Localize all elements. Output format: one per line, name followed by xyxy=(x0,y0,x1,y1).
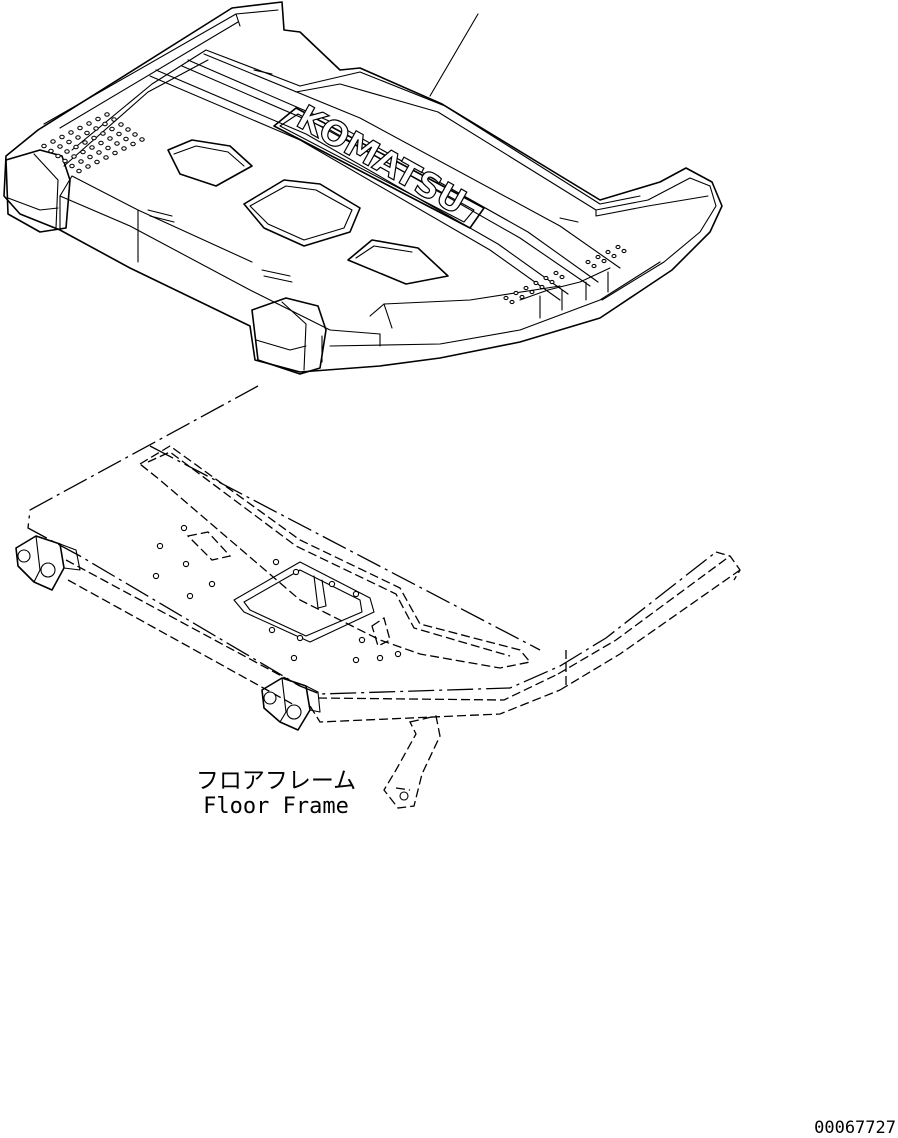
anti-slip-dot xyxy=(82,140,88,145)
anti-slip-dot xyxy=(98,140,104,146)
mounting-hole xyxy=(296,634,304,642)
anti-slip-dot xyxy=(91,135,97,141)
anti-slip-dot xyxy=(95,116,101,122)
anti-slip-dots-front xyxy=(503,244,627,305)
anti-slip-dot xyxy=(132,132,138,137)
anti-slip-dot xyxy=(611,253,617,259)
anti-slip-dot xyxy=(553,270,559,276)
anti-slip-dot xyxy=(64,149,70,154)
anti-slip-dot xyxy=(533,280,539,286)
mounting-hole xyxy=(182,560,190,568)
anti-slip-dot xyxy=(529,289,535,295)
mounting-hole xyxy=(328,580,336,588)
anti-slip-dot xyxy=(509,299,515,305)
anti-slip-dot xyxy=(41,143,47,149)
mounting-hole xyxy=(152,572,160,580)
anti-slip-dot xyxy=(121,146,127,151)
anti-slip-dot xyxy=(523,285,529,291)
anti-slip-dot xyxy=(55,153,61,159)
mounting-hole xyxy=(186,592,194,600)
mounting-hole xyxy=(208,580,216,588)
anti-slip-dot xyxy=(116,131,122,137)
part-label-japanese: フロアフレーム xyxy=(196,768,356,794)
anti-slip-dot xyxy=(549,279,555,285)
mounting-hole xyxy=(394,650,402,658)
anti-slip-dot xyxy=(543,275,549,281)
anti-slip-dot xyxy=(123,136,129,142)
anti-slip-dot xyxy=(66,139,72,145)
anti-slip-dot xyxy=(84,130,90,136)
anti-slip-dot xyxy=(585,259,591,265)
mounting-hole xyxy=(290,654,298,662)
anti-slip-dot xyxy=(595,254,601,260)
part-label-english: Floor Frame xyxy=(203,794,349,819)
anti-slip-dot xyxy=(519,294,525,300)
anti-slip-dot xyxy=(601,258,607,264)
anti-slip-dot xyxy=(112,150,118,156)
leader-line xyxy=(429,13,479,97)
mounting-hole xyxy=(376,654,384,662)
anti-slip-dot xyxy=(539,284,545,290)
anti-slip-dot xyxy=(125,127,131,132)
anti-slip-dot xyxy=(80,149,86,155)
anti-slip-dot xyxy=(93,126,99,131)
mounting-hole xyxy=(272,558,280,566)
mounting-hole xyxy=(352,590,360,598)
anti-slip-dot xyxy=(100,131,106,136)
anti-slip-dot xyxy=(130,141,136,147)
anti-slip-dot xyxy=(59,134,65,140)
anti-slip-dot xyxy=(107,136,113,141)
anti-slip-dot xyxy=(102,121,108,127)
anti-slip-dot xyxy=(615,244,621,250)
anti-slip-dot xyxy=(89,145,95,150)
anti-slip-dot xyxy=(62,158,68,164)
hinge-left xyxy=(15,535,81,591)
mounting-hole xyxy=(292,568,300,576)
anti-slip-dot xyxy=(559,274,565,280)
anti-slip-dot xyxy=(96,150,102,155)
anti-slip-dot xyxy=(513,290,519,296)
hinge-right xyxy=(261,677,321,731)
anti-slip-dot xyxy=(114,141,120,146)
anti-slip-dot xyxy=(69,163,75,169)
anti-slip-dot xyxy=(94,159,100,165)
anti-slip-dot xyxy=(503,295,509,301)
anti-slip-dot xyxy=(57,144,63,149)
brand-plate: KOMATSU xyxy=(273,97,485,229)
mounting-hole xyxy=(180,524,188,532)
mounting-hole xyxy=(358,636,366,644)
anti-slip-dot xyxy=(105,145,111,151)
mounting-hole xyxy=(352,656,360,664)
anti-slip-dot xyxy=(139,137,145,142)
mounting-hole xyxy=(156,542,164,550)
anti-slip-dot xyxy=(621,248,627,254)
anti-slip-dot xyxy=(87,154,93,160)
anti-slip-dot xyxy=(85,164,91,169)
mounting-holes xyxy=(152,524,402,664)
anti-slip-dot xyxy=(75,135,81,140)
anti-slip-dot xyxy=(605,249,611,255)
floor-frame xyxy=(15,385,741,809)
anti-slip-dot xyxy=(109,126,115,132)
anti-slip-dot xyxy=(591,263,597,269)
mounting-hole xyxy=(268,626,276,634)
figure-number: 00067727 xyxy=(814,1118,896,1138)
anti-slip-dot xyxy=(86,121,92,126)
anti-slip-dot xyxy=(111,117,117,122)
anti-slip-dot xyxy=(50,139,56,144)
lever-arm xyxy=(383,715,441,809)
anti-slip-dot xyxy=(73,144,79,150)
anti-slip-dot xyxy=(68,130,74,135)
anti-slip-dot xyxy=(118,122,124,127)
anti-slip-dot xyxy=(71,154,77,159)
anti-slip-dots xyxy=(41,112,145,174)
floor-mat xyxy=(3,1,723,375)
anti-slip-dot xyxy=(48,148,54,154)
anti-slip-dot xyxy=(78,159,84,164)
anti-slip-dot xyxy=(104,112,110,117)
anti-slip-dot xyxy=(76,168,82,174)
anti-slip-dot xyxy=(103,155,109,160)
anti-slip-dot xyxy=(77,125,83,131)
